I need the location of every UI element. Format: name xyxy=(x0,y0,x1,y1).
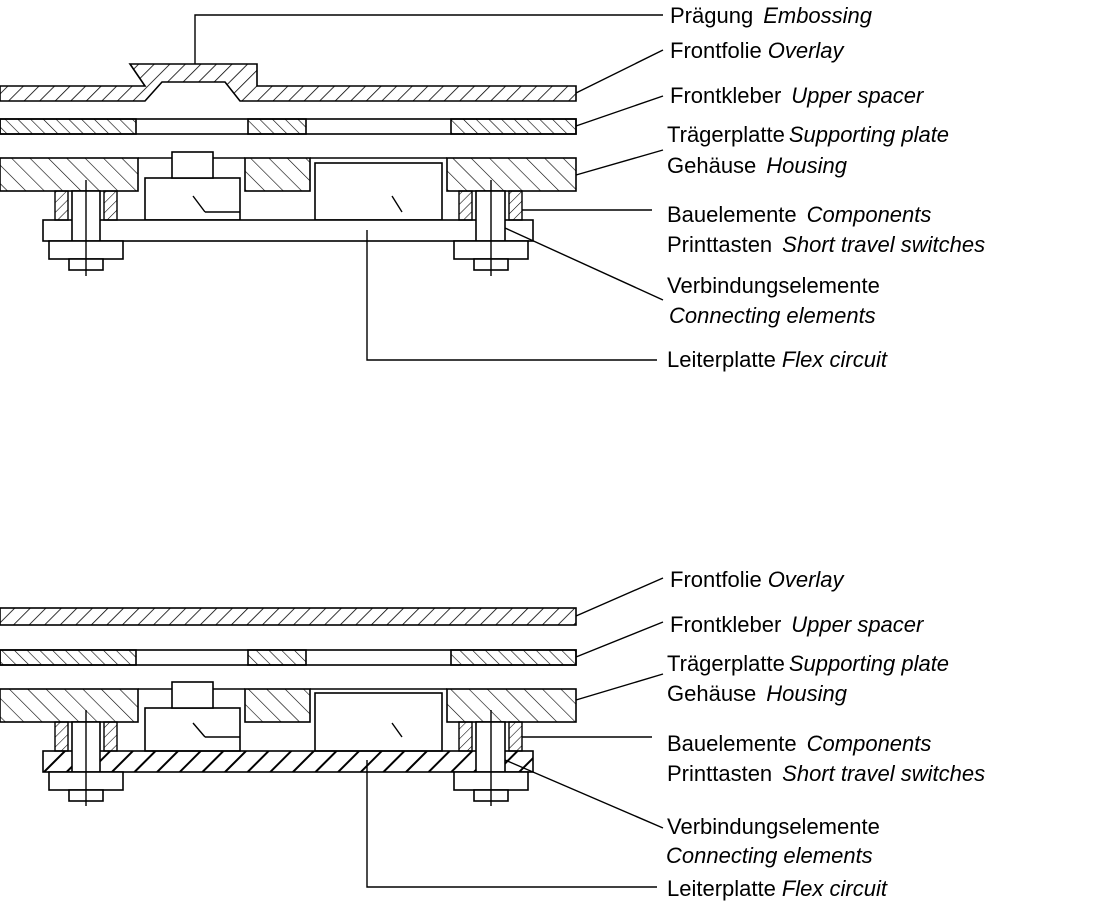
overlay-layer-flat xyxy=(0,607,577,626)
label-connecting-de: Verbindungselemente xyxy=(667,273,880,298)
leader-lines-b xyxy=(366,577,664,888)
label-connecting-de: Verbindungselemente xyxy=(667,814,880,839)
component-box-right xyxy=(314,692,443,752)
supporting-plate-layer xyxy=(0,157,577,192)
component-switch-left xyxy=(144,681,241,752)
connecting-element-right xyxy=(453,180,529,276)
label-connecting-en: Connecting elements xyxy=(666,843,873,868)
flex-circuit-plain xyxy=(42,219,534,242)
label-connecting-en: Connecting elements xyxy=(669,303,876,328)
connecting-element-right xyxy=(453,710,529,806)
component-box-right xyxy=(314,162,443,221)
connecting-element-left xyxy=(48,710,124,806)
upper-spacer-layer xyxy=(0,118,577,135)
component-switch-left xyxy=(144,151,241,221)
overlay-layer-embossed xyxy=(0,63,577,102)
flex-circuit-hatched xyxy=(42,750,534,773)
leader-lines-a xyxy=(194,14,664,361)
upper-spacer-layer xyxy=(0,649,577,666)
connecting-element-left xyxy=(48,180,124,276)
